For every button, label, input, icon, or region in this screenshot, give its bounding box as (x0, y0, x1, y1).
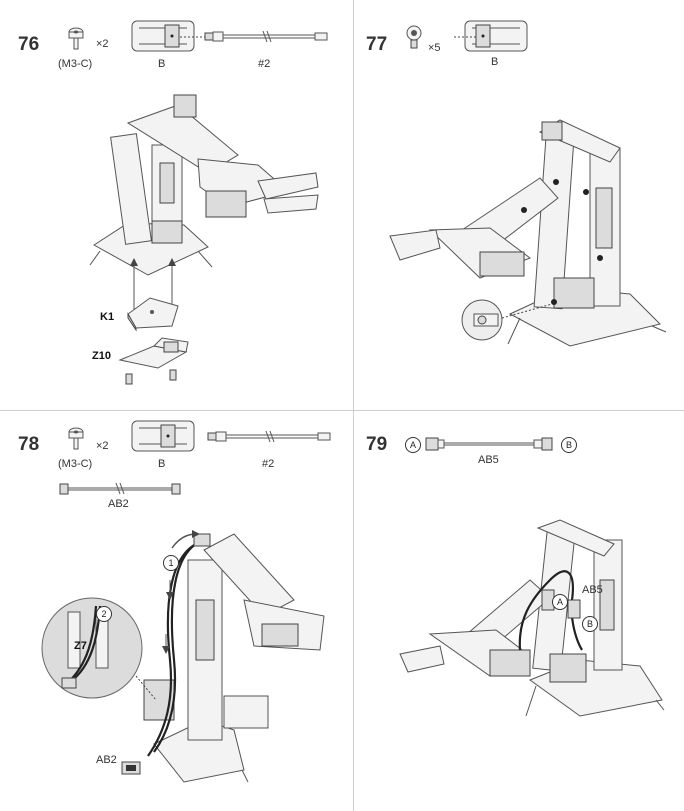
cable-icon (204, 30, 328, 43)
k1-plate (127, 297, 179, 332)
ab5-cable-label: AB5 (478, 454, 499, 466)
ab2-connector (121, 761, 141, 775)
board-b-icon (464, 20, 528, 52)
tag-b-marker: B (582, 616, 598, 632)
end-a-marker: A (405, 437, 421, 453)
detail-magnifier (41, 597, 157, 701)
ab2-tag: AB2 (96, 754, 117, 766)
step-number: 78 (18, 434, 40, 455)
board-label: B (158, 458, 166, 470)
screw-nut-icon (406, 25, 422, 49)
screw-icon (68, 27, 84, 50)
vertical-divider (353, 0, 354, 811)
dotted-leader (454, 36, 478, 38)
step-number: 77 (366, 34, 388, 55)
screw-quantity: ×5 (428, 42, 441, 54)
tag-a-marker: A (552, 594, 568, 610)
z10-bracket (118, 337, 189, 369)
k1-label: K1 (100, 311, 115, 323)
z10-label: Z10 (92, 350, 111, 362)
callout-2: 2 (96, 606, 112, 622)
screw-spec: (M3-C) (58, 458, 93, 470)
ab5-tag: AB5 (582, 584, 603, 596)
board-label: B (491, 56, 499, 68)
robot-arm-illustration (389, 119, 667, 347)
robot-arm-illustration (399, 519, 665, 717)
robot-arm-illustration (89, 94, 319, 276)
ab2-cable-label: AB2 (108, 498, 129, 510)
end-b-marker: B (561, 437, 577, 453)
ab5-cable-icon (425, 437, 553, 451)
ab2-cable-icon (59, 482, 181, 495)
step-number: 79 (366, 434, 388, 455)
cable-label: #2 (258, 58, 271, 70)
bottom-screws (125, 369, 177, 385)
screw-quantity: ×2 (96, 440, 109, 452)
horizontal-divider (0, 410, 684, 411)
detail-magnifier (461, 299, 553, 341)
z7-label: Z7 (74, 640, 87, 652)
screw-quantity: ×2 (96, 38, 109, 50)
board-b-icon (131, 20, 195, 52)
board-label: B (158, 58, 166, 70)
board-b-icon (131, 420, 195, 452)
step-number: 76 (18, 34, 40, 55)
dotted-leader (180, 36, 206, 38)
cable-label: #2 (262, 458, 275, 470)
screw-icon (68, 427, 84, 450)
robot-arm-illustration (143, 530, 325, 783)
cable-icon (207, 430, 331, 443)
screw-spec: (M3-C) (58, 58, 93, 70)
callout-1: 1 (163, 555, 179, 571)
